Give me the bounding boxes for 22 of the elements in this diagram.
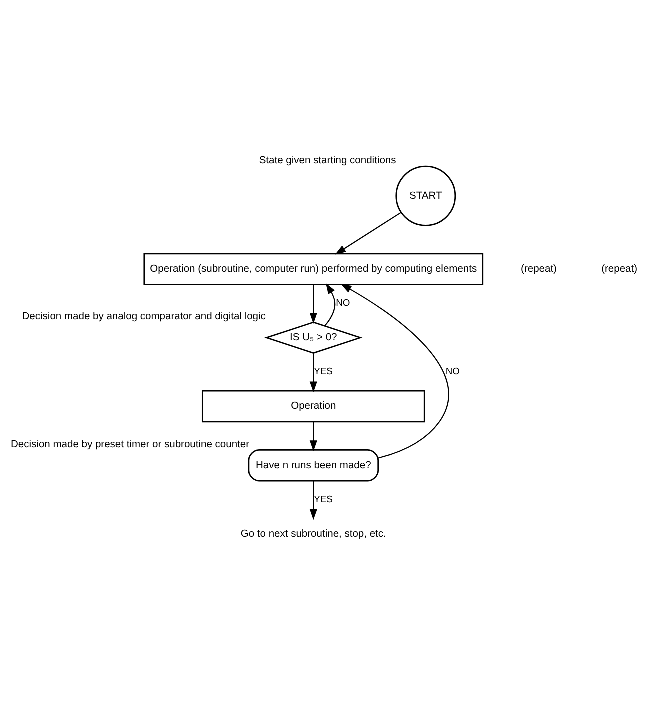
node-label: Decision made by analog comparator and digital logic	[22, 312, 266, 323]
node-label: Decision made by preset timer or subroutine counter	[11, 439, 250, 450]
edge-label: YES	[314, 366, 333, 377]
arrow	[335, 212, 402, 255]
edge-label: NO	[446, 366, 460, 377]
node-box: Have n runs been made?	[248, 449, 380, 482]
label: (repeat)	[602, 264, 638, 276]
label: (repeat)	[521, 264, 557, 276]
node-box: Operation (subroutine, computer run) performed by computing elements	[144, 253, 484, 286]
node-circle: START	[396, 166, 456, 226]
arrow	[310, 422, 318, 452]
arrow	[340, 284, 450, 459]
arrow	[310, 481, 318, 520]
node-text: Go to next subroutine, stop, etc.	[240, 528, 386, 540]
node-box: Operation	[202, 390, 426, 423]
edge-label: YES	[314, 493, 333, 504]
arrow	[310, 354, 318, 392]
arrow	[310, 285, 318, 324]
edge-label: NO	[336, 297, 350, 308]
node-diamond: IS U₅ > 0?	[264, 322, 363, 354]
node-label: State given starting conditions	[259, 156, 396, 167]
arrow	[324, 283, 336, 326]
